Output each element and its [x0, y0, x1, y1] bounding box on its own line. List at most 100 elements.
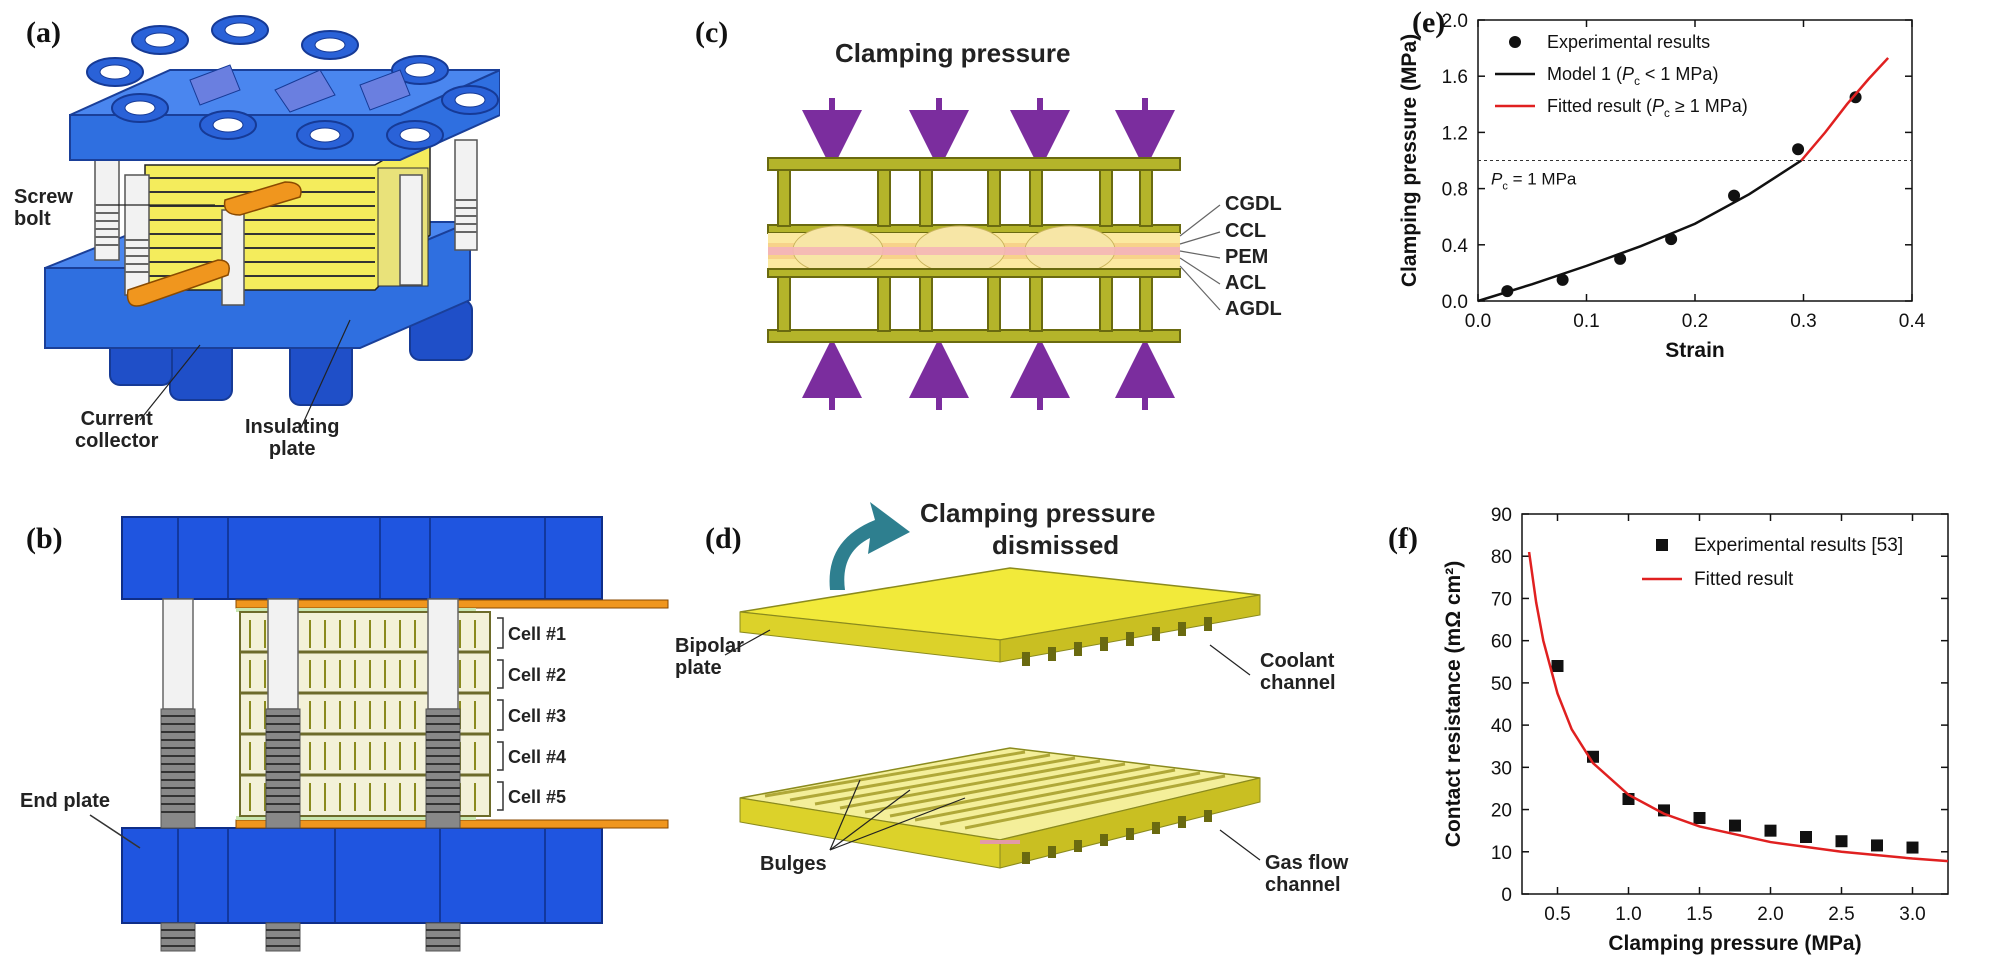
y-tick-label: 90: [1491, 505, 1512, 526]
data-point: [1871, 839, 1883, 852]
current-collector-top: [223, 181, 302, 216]
y-tick-label: 20: [1491, 801, 1512, 822]
fuel-cell-stack-illustration: [44, 15, 500, 431]
legend-swatch: [1656, 539, 1668, 551]
y-tick-label: 80: [1491, 547, 1512, 568]
cell-1-label: Cell #1: [508, 624, 567, 644]
top-end-plate-2d: [121, 516, 603, 600]
bipolar-plate-illustration: [724, 502, 1261, 869]
panel-f: (f) 0.5 1.0 1.5 2.0 2.5 3.0 0 10 20 30 40 50 60 70 80 9…: [1360, 480, 2000, 965]
y-axis-label: Contact resistance (mΩ cm²): [1442, 561, 1465, 847]
cell-4-label: Cell #4: [508, 747, 567, 767]
layer-ccl: CCL: [1225, 220, 1267, 242]
panel-b: (b): [0, 480, 680, 965]
bottom-end-plate-2d: [121, 827, 603, 924]
pressure-arrows: [802, 98, 1175, 410]
y-tick-label: 30: [1491, 758, 1512, 779]
x-tick-label: 0.0: [1465, 311, 1491, 332]
x-tick-label: 2.5: [1828, 904, 1854, 925]
gas-flow-channel-label: Gas flow channel: [1265, 852, 1349, 896]
screw-bolts: [94, 139, 478, 306]
series-line: [1477, 159, 1803, 303]
bolts-2d: [162, 598, 459, 710]
x-axis-label: Clamping pressure (MPa): [1608, 932, 1861, 955]
panel-b-label: (b): [26, 522, 63, 555]
x-tick-label: 0.4: [1899, 311, 1926, 332]
x-tick-label: 1.5: [1686, 904, 1712, 925]
bottom-bipolar-plate: [767, 268, 1181, 343]
panel-d-label: (d): [705, 522, 742, 555]
y-tick-label: 40: [1491, 716, 1512, 737]
x-tick-label: 1.0: [1615, 904, 1641, 925]
current-collector-label: Current collector: [75, 408, 159, 452]
y-tick-label: 70: [1491, 589, 1512, 610]
insulating-plate-label: Insulating plate: [245, 416, 340, 460]
x-tick-label: 3.0: [1899, 904, 1925, 925]
plot-frame: [1521, 513, 1949, 895]
series-line: [1527, 551, 1949, 863]
data-point: [1800, 831, 1812, 843]
mea-cross-section: [767, 98, 1221, 410]
bipolar-plate-label: Bipolar plate: [675, 635, 744, 679]
panel-a-label: (a): [26, 16, 61, 49]
cell-5-label: Cell #5: [508, 787, 567, 807]
y-tick-label: 0.4: [1442, 236, 1469, 257]
screw-bolt-label: Screw bolt: [14, 186, 73, 230]
end-plate-label: End plate: [20, 790, 111, 812]
current-collector-bottom: [126, 259, 230, 307]
panel-a: (a): [0, 0, 500, 480]
data-point: [1728, 189, 1741, 202]
y-tick-label: 60: [1491, 632, 1512, 653]
data-point: [1835, 835, 1848, 848]
data-point: [1849, 91, 1862, 104]
x-tick-label: 0.5: [1544, 904, 1570, 925]
y-tick-label: 0.0: [1442, 292, 1468, 313]
x-tick-label: 2.0: [1757, 904, 1783, 925]
legend-label: Fitted result: [1694, 569, 1794, 590]
panel-d-title-line2: dismissed: [992, 530, 1120, 560]
x-axis-label: Strain: [1665, 339, 1725, 362]
layer-acl: ACL: [1225, 272, 1267, 294]
x-tick-label: 0.1: [1573, 311, 1599, 332]
data-point: [1729, 819, 1741, 832]
bulges-label: Bulges: [760, 853, 827, 875]
coolant-channel-label: Coolant channel: [1260, 650, 1336, 694]
legend-label: Fitted result (Pc ≥ 1 MPa): [1547, 96, 1748, 120]
top-bipolar-plate: [767, 157, 1181, 234]
pc-annotation: Pc = 1 MPa: [1491, 170, 1577, 193]
data-point: [1551, 660, 1564, 672]
cell-2-label: Cell #2: [508, 665, 567, 685]
panel-c-label: (c): [695, 16, 729, 49]
cell-block: [144, 130, 431, 291]
x-tick-label: 0.3: [1790, 311, 1816, 332]
layer-cgdl: CGDL: [1225, 193, 1282, 215]
y-tick-label: 1.2: [1442, 123, 1468, 144]
legend-swatch: [1509, 36, 1521, 48]
layer-agdl: AGDL: [1225, 298, 1282, 320]
data-point: [1693, 812, 1706, 824]
y-tick-label: 1.6: [1442, 67, 1468, 88]
y-tick-label: 0: [1501, 885, 1512, 906]
data-point: [1764, 824, 1777, 837]
panel-c: (c) Clamping pressure: [680, 0, 1360, 480]
legend-label: Experimental results: [1547, 32, 1710, 52]
data-point: [1792, 143, 1805, 156]
panel-c-title: Clamping pressure: [835, 38, 1071, 68]
panel-d: (d) Clamping pressure dismissed: [675, 480, 1360, 965]
y-tick-label: 10: [1491, 843, 1512, 864]
panel-f-label: (f): [1388, 522, 1418, 555]
data-point: [1906, 841, 1919, 854]
cell-3-label: Cell #3: [508, 706, 567, 726]
chart-f: 0.5 1.0 1.5 2.0 2.5 3.0 0 10 20 30 40 50 60 70 80 90Cla…: [1442, 505, 1949, 955]
layer-pem: PEM: [1225, 246, 1269, 268]
legend-label: Experimental results [53]: [1694, 535, 1903, 556]
y-axis-label: Clamping pressure (MPa): [1398, 34, 1421, 287]
panel-e-label: (e): [1412, 6, 1446, 39]
y-tick-label: 50: [1491, 674, 1512, 695]
panel-d-title-line1: Clamping pressure: [920, 498, 1156, 528]
x-tick-label: 0.2: [1682, 311, 1708, 332]
curved-arrow-icon: [829, 502, 910, 590]
legend-label: Model 1 (Pc < 1 MPa): [1547, 64, 1718, 88]
